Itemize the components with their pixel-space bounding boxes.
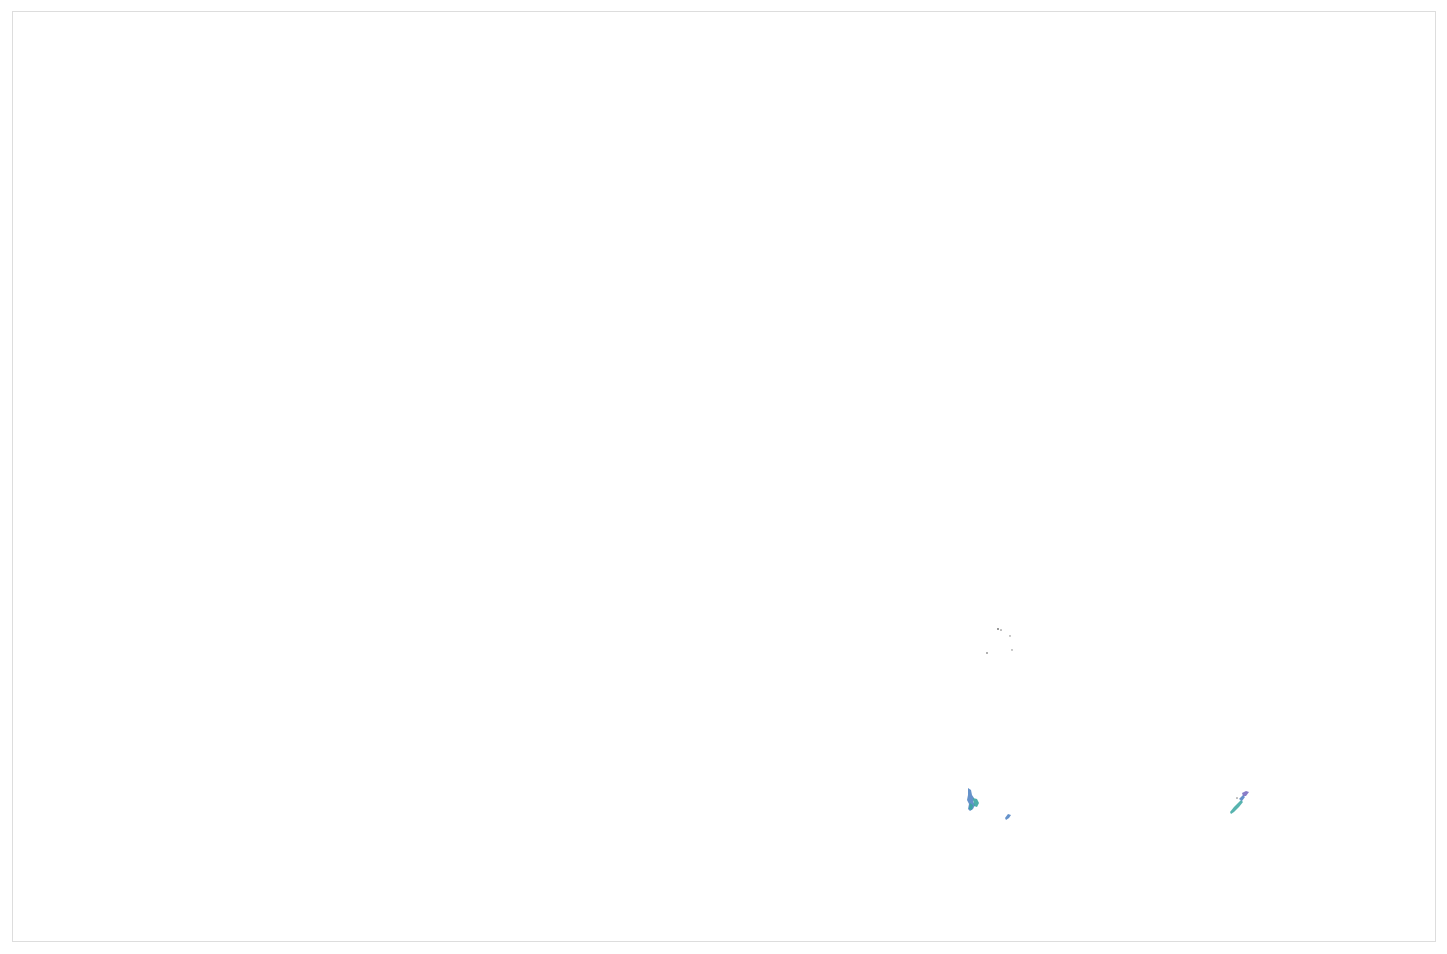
island-chain-east <box>1230 791 1249 814</box>
island-shape <box>1242 791 1249 796</box>
island-shape <box>1005 814 1011 820</box>
islet <box>1236 797 1238 799</box>
islet <box>986 652 988 654</box>
island-shape <box>967 788 975 811</box>
map-svg[interactable] <box>13 12 1437 943</box>
islet <box>1011 649 1013 651</box>
island-small-west <box>1005 814 1011 820</box>
island-cluster-west <box>967 788 979 811</box>
island-shape <box>973 798 979 807</box>
island-shape <box>1239 795 1245 801</box>
islet <box>1009 635 1011 637</box>
islet <box>1000 629 1002 631</box>
scattered-islets-north <box>986 628 1013 654</box>
map-canvas[interactable] <box>12 11 1436 942</box>
island-shape <box>1230 800 1243 814</box>
island-shape <box>969 803 973 810</box>
islet <box>997 628 999 630</box>
